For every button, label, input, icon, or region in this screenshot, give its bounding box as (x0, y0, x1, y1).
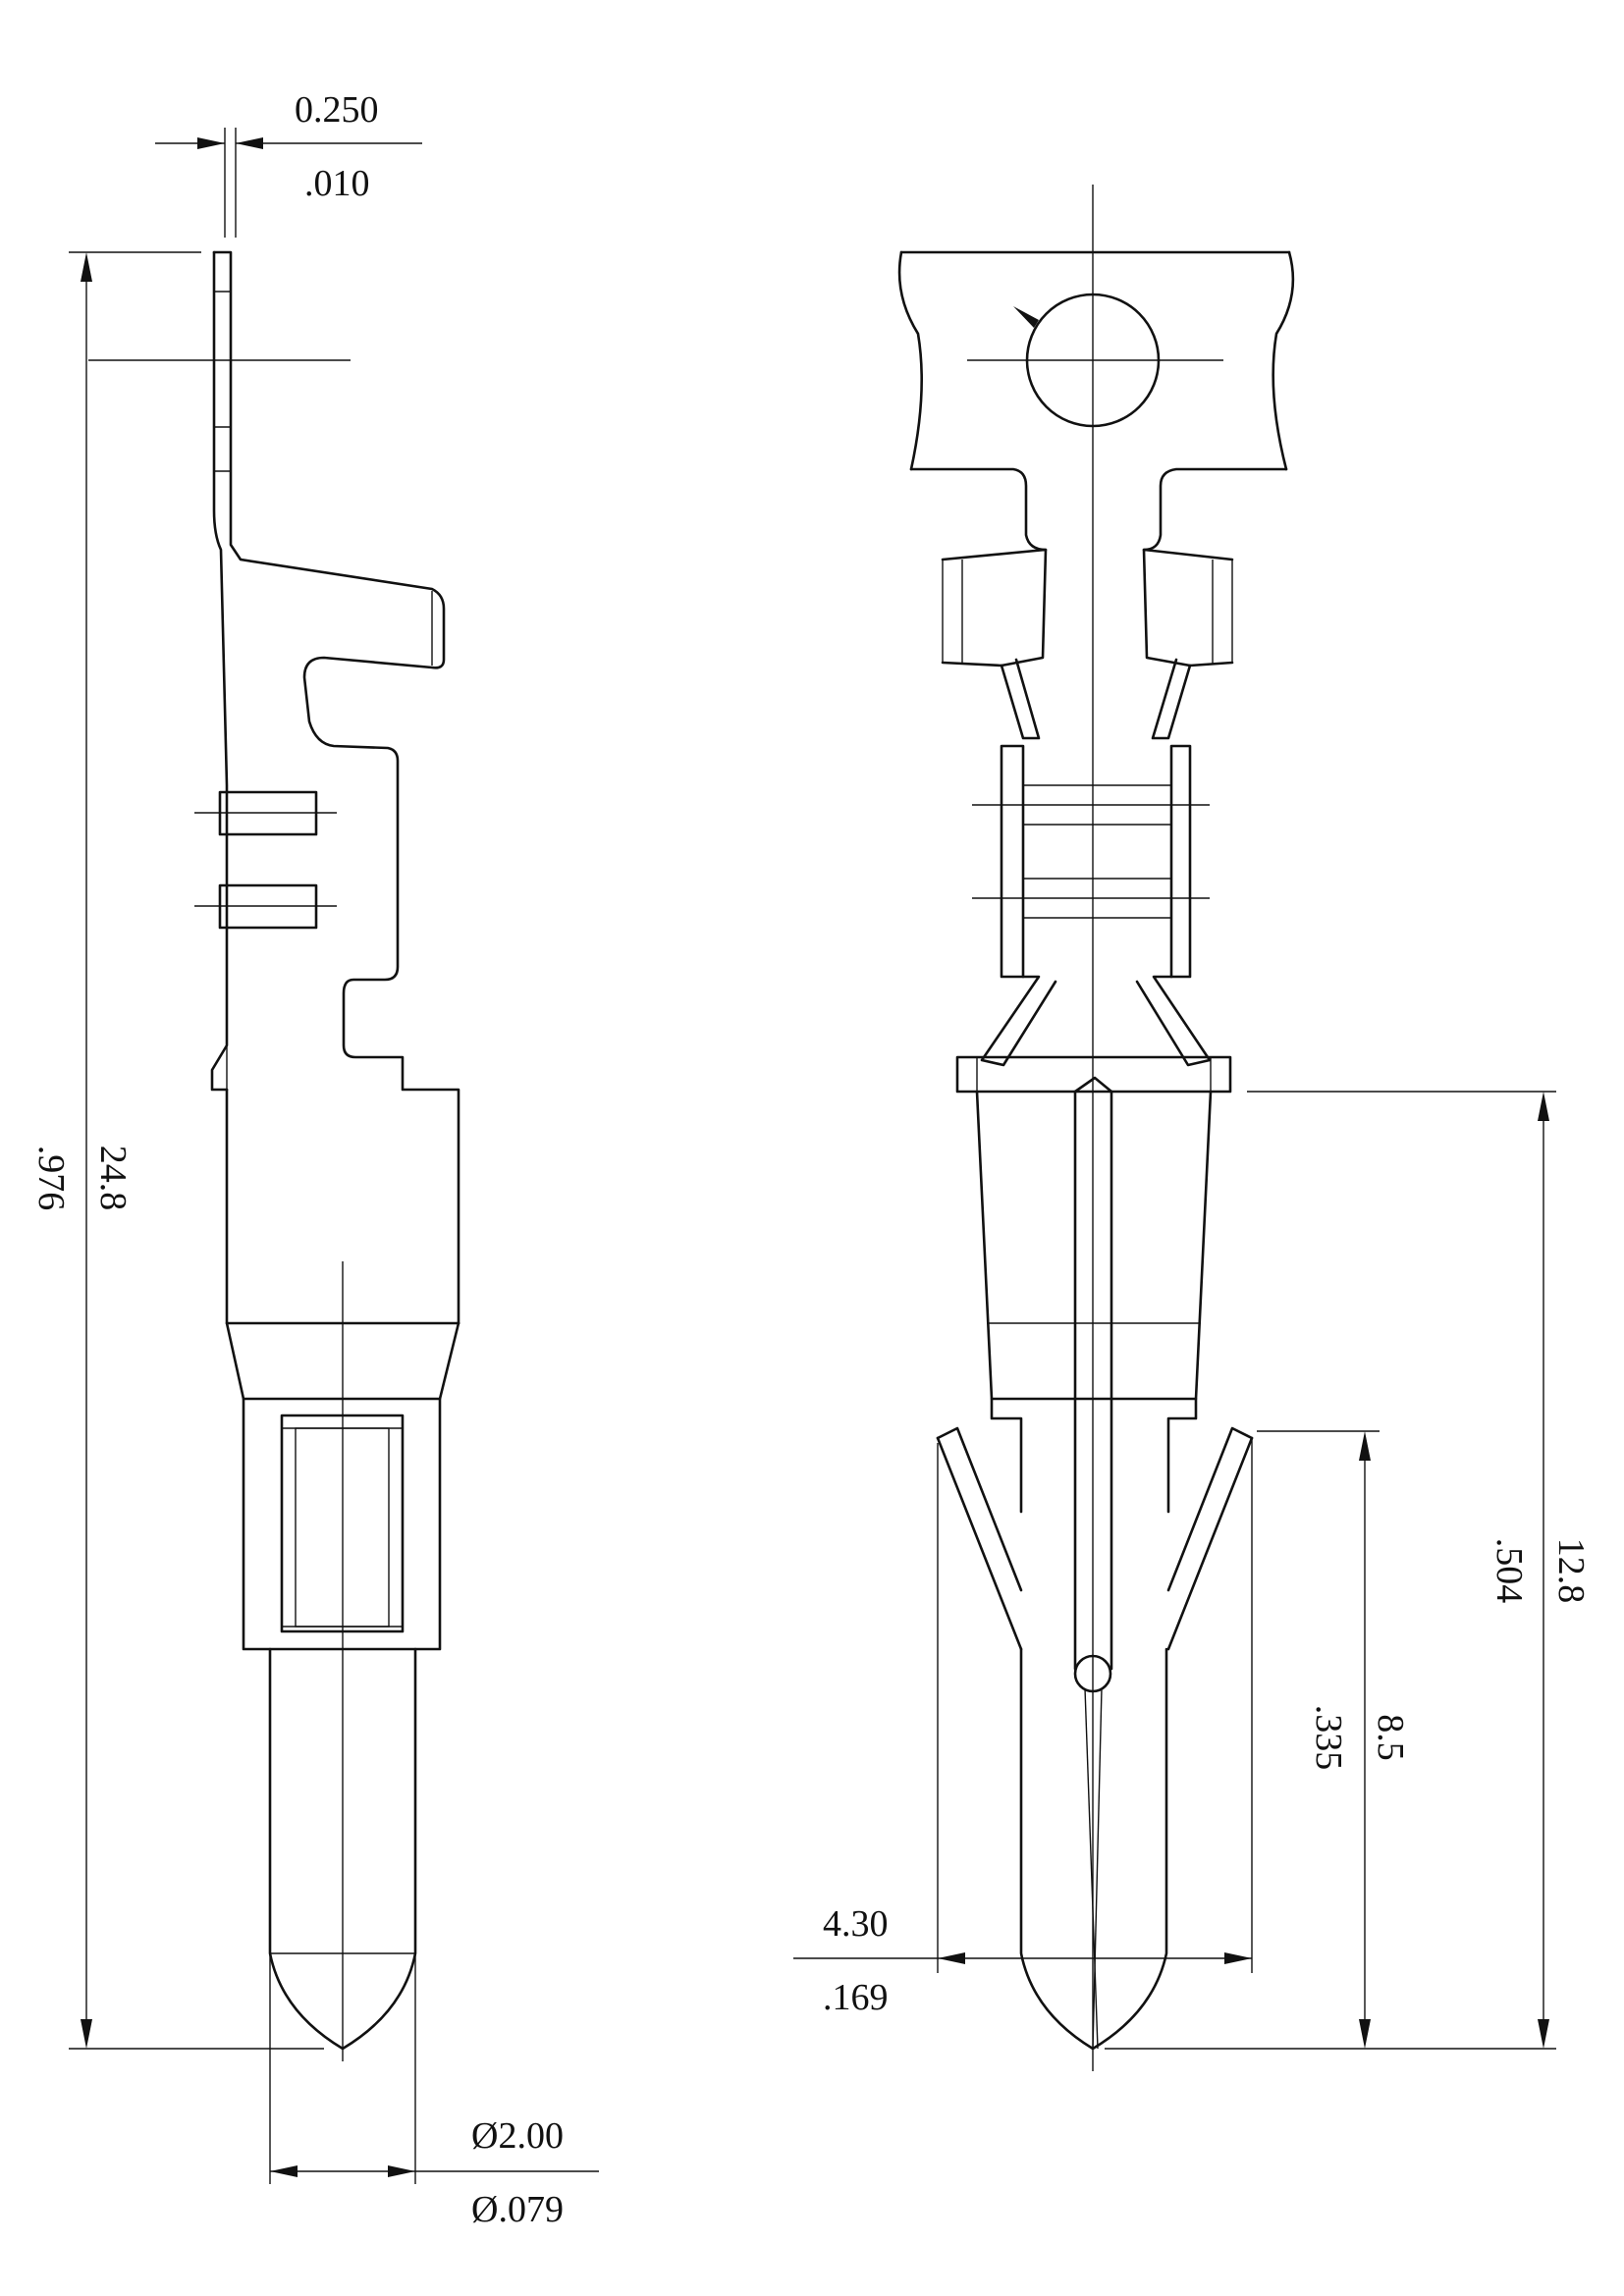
side-view-outline (210, 250, 460, 2051)
thickness-in-label: .010 (304, 163, 370, 204)
thickness-dimension: 0.250 .010 (155, 89, 422, 238)
front-view-outline (897, 250, 1295, 2051)
pin-diameter-dimension: Ø2.00 Ø.079 (269, 1953, 599, 2230)
pin-diameter-in-label: Ø.079 (471, 2189, 564, 2230)
lance-width-in-label: .169 (823, 1977, 889, 2018)
thickness-mm-label: 0.250 (295, 89, 379, 131)
pin-diameter-mm-label: Ø2.00 (471, 2115, 564, 2157)
lance-width-dimension: 4.30 .169 (793, 1438, 1253, 2018)
lance-length-mm-label: 8.5 (1370, 1714, 1411, 1761)
overall-length-in-label: .976 (30, 1146, 72, 1211)
side-view: 0.250 .010 24.8 .976 (30, 89, 599, 2230)
overall-length-mm-label: 24.8 (92, 1146, 134, 1211)
lance-width-mm-label: 4.30 (823, 1903, 889, 1945)
overall-length-dimension: 24.8 .976 (30, 251, 324, 2050)
pin-length-in-label: .504 (1489, 1538, 1530, 1604)
pin-length-mm-label: 12.8 (1550, 1538, 1592, 1604)
pin-length-dimension: 12.8 .504 (1105, 1091, 1592, 2050)
lance-length-in-label: .335 (1308, 1705, 1349, 1771)
front-view: 12.8 .504 8.5 .335 4.30 .169 (793, 185, 1592, 2071)
lance-length-dimension: 8.5 .335 (1257, 1430, 1411, 2049)
